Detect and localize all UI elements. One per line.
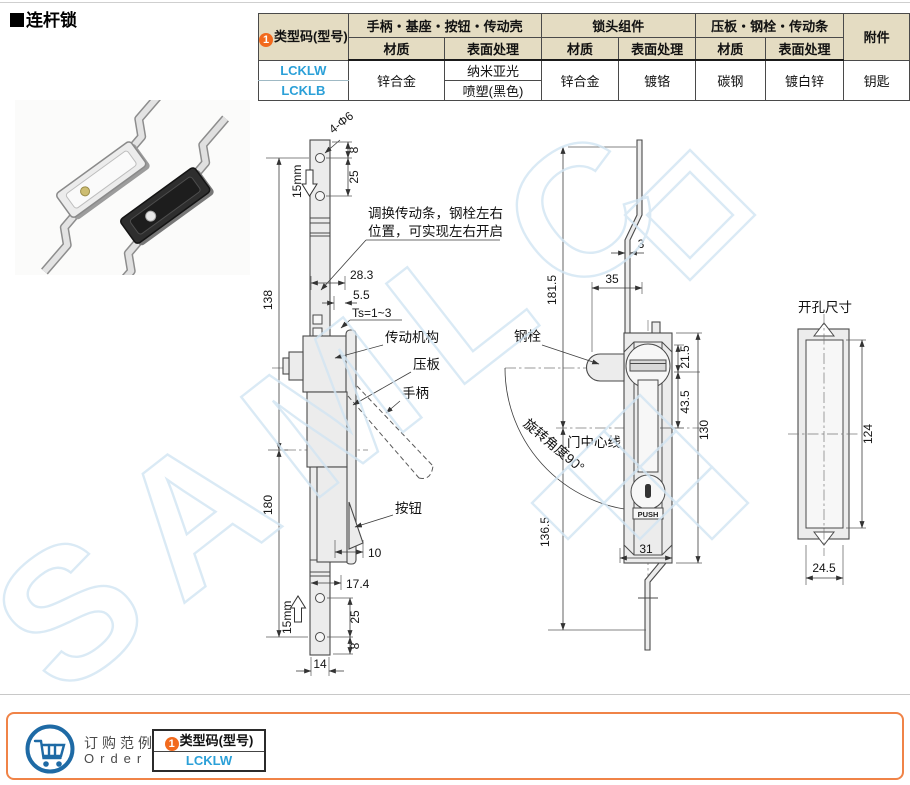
sub-header-surface-3: 表面处理 [764,37,845,61]
badge-1-icon: 1 [164,737,179,751]
mount-hole [315,153,325,163]
dim-15mm-top: 15mm [290,165,304,198]
cell-surface-1a: 纳米亚光 [444,59,542,81]
product-photo [15,100,250,275]
lower-rod [644,562,668,651]
cart-icon [25,724,75,774]
dim-15mm-bottom: 15mm [280,601,294,634]
cell-material-3: 碳钢 [694,59,766,101]
group-header-handle: 手柄・基座・按钮・传动壳 [347,13,542,38]
group-header-lockhead: 锁头组件 [540,13,696,38]
cell-accessory: 钥匙 [843,59,910,101]
mechanism-body [302,335,348,393]
page-title-text: 连杆锁 [26,11,77,30]
note-line2: 位置，可实现左右开启 [368,224,503,239]
key-button [145,210,157,222]
order-example-label-cn: 订购范例 [84,735,156,751]
push-text: PUSH [638,510,659,519]
model-link-lcklw[interactable]: LCKLW [258,59,349,81]
base-body [306,391,348,468]
page-top-rule [0,2,910,3]
drawing-cutout: 开孔尺寸 124 24.5 [788,300,875,585]
label-button: 按钮 [395,501,422,516]
dim-28-3: 28.3 [350,268,374,282]
dim-138: 138 [261,290,275,310]
mechanism-knob [288,351,304,381]
handle-dashed-outline [347,385,434,479]
arrow-up-icon [289,595,307,623]
accessory-header: 附件 [843,13,910,61]
dim-4phi6: 4-Φ6 [326,109,356,137]
label-mechanism: 传动机构 [385,330,439,345]
cutout-title: 开孔尺寸 [798,300,852,315]
dim-31: 31 [639,542,653,556]
dim-180: 180 [261,495,275,515]
cell-surface-2: 镀铬 [618,59,696,101]
dim-ts: Ts=1~3 [352,306,392,320]
sub-header-material-1: 材质 [347,37,446,61]
label-door-centerline: 门中心线 [567,435,621,450]
dim-14: 14 [313,657,327,671]
mount-hole [315,191,325,201]
dim-25-bottom: 25 [348,610,362,624]
dim-8-top: 8 [347,146,361,153]
group-header-plate: 压板・钢栓・传动条 [694,13,845,38]
cell-surface-3: 镀白锌 [764,59,845,101]
cell-material-1: 锌合金 [347,59,446,101]
silver-lock-assembly [41,100,165,275]
dim-35: 35 [605,272,619,286]
dim-130: 130 [697,420,711,440]
label-handle: 手柄 [402,386,429,401]
dim-124: 124 [861,424,875,444]
dim-181-5: 181.5 [545,275,559,305]
badge-1-icon: 1 [259,33,273,48]
order-example-label-en: Order [84,751,148,766]
mount-hole [315,593,325,603]
table-row: LCKLB 喷塑(黑色) [258,80,910,101]
dim-25-top: 25 [347,170,361,184]
technical-drawings: 4-Φ6 15mm 8 25 138 180 调换传动条，钢栓左右 位置，可实现… [261,109,875,676]
cell-material-2: 锌合金 [540,59,620,101]
arrow-down-icon [301,169,318,197]
top-stub [651,321,661,335]
drawing-front-view: 4-Φ6 15mm 8 25 138 180 调换传动条，钢栓左右 位置，可实现… [261,109,503,676]
model-link-lcklb[interactable]: LCKLB [258,80,349,101]
steel-bolt [585,353,625,382]
dim-136-5: 136.5 [538,517,552,547]
table-row: LCKLW 锌合金 纳米亚光 锌合金 镀铬 碳钢 镀白锌 钥匙 [258,59,910,101]
mount-hole [315,632,325,642]
dim-17-4: 17.4 [346,577,370,591]
dim-10: 10 [368,546,382,560]
keyhole-icon [645,484,651,498]
sub-header-surface-1: 表面处理 [444,37,542,61]
sub-header-material-3: 材质 [694,37,766,61]
cell-surface-1b: 喷塑(黑色) [444,80,542,101]
dim-21-5: 21.5 [678,345,692,369]
drawing-side-view: PUSH 钢栓 181.5 136.5 3 35 21.5 43.5 130 [504,139,711,651]
label-bolt: 钢栓 [514,329,542,344]
sub-header-material-2: 材质 [540,37,620,61]
note-line1: 调换传动条，钢栓左右 [368,205,503,221]
dim-43-5: 43.5 [678,390,692,414]
order-model-link[interactable]: LCKLW [185,753,233,768]
page-title: 连杆锁 [10,6,77,31]
dim-5-5: 5.5 [353,288,370,302]
dim-8-bottom: 8 [348,642,362,649]
footer-separator [0,694,910,695]
dim-24-5: 24.5 [812,561,836,575]
key-button [80,186,91,197]
sub-header-surface-2: 表面处理 [618,37,696,61]
black-lock-assembly [105,115,229,275]
title-square-icon [10,13,24,27]
handle-slot [637,379,659,473]
dim-3: 3 [638,237,645,251]
label-plate: 压板 [413,357,440,372]
